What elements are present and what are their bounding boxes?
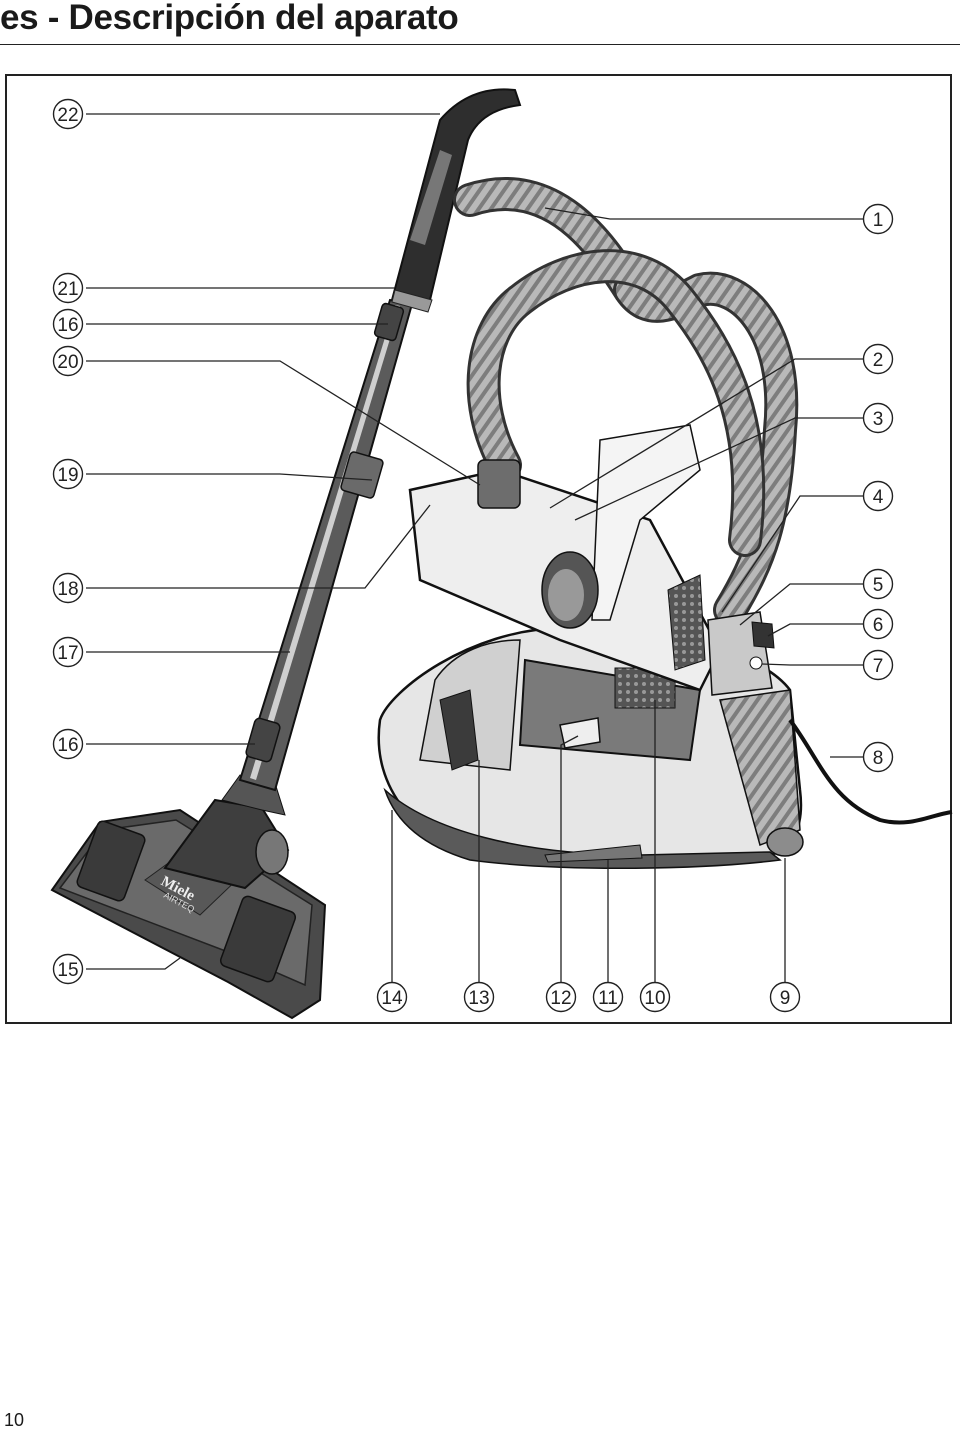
callout-3: 3: [862, 402, 894, 434]
callout-16-upper: 16: [52, 308, 84, 340]
callout-19: 19: [52, 458, 84, 490]
title-divider: [0, 44, 960, 45]
callout-16-lower: 16: [52, 728, 84, 760]
callout-2: 2: [862, 343, 894, 375]
callout-12: 12: [545, 981, 577, 1013]
svg-text:13: 13: [468, 988, 489, 1009]
callout-13: 13: [463, 981, 495, 1013]
svg-text:18: 18: [57, 579, 78, 600]
svg-text:11: 11: [598, 988, 618, 1009]
svg-text:3: 3: [873, 409, 884, 430]
telescopic-tube-illustration: [238, 88, 522, 792]
svg-text:20: 20: [57, 352, 78, 373]
leader-lines: [86, 113, 865, 982]
svg-text:17: 17: [57, 643, 78, 664]
floor-nozzle-illustration: Miele AIRTEQ: [50, 774, 327, 1020]
svg-text:7: 7: [873, 656, 884, 677]
callout-7: 7: [862, 649, 894, 681]
callout-21: 21: [52, 272, 84, 304]
svg-text:12: 12: [550, 988, 571, 1009]
svg-text:9: 9: [780, 988, 791, 1009]
svg-text:5: 5: [873, 575, 884, 596]
svg-text:4: 4: [873, 487, 884, 508]
svg-text:19: 19: [57, 465, 78, 486]
svg-text:21: 21: [57, 279, 78, 300]
callout-11: 11: [592, 981, 624, 1013]
callout-20: 20: [52, 345, 84, 377]
svg-text:10: 10: [644, 988, 665, 1009]
svg-text:15: 15: [57, 960, 78, 981]
hose-illustration: [453, 177, 799, 627]
callout-1: 1: [862, 203, 894, 235]
callout-18: 18: [52, 572, 84, 604]
callout-22: 22: [52, 98, 84, 130]
callout-5: 5: [862, 568, 894, 600]
svg-text:16: 16: [57, 315, 78, 336]
page-number: 10: [4, 1410, 25, 1430]
svg-text:6: 6: [873, 615, 884, 636]
svg-text:2: 2: [873, 350, 884, 371]
svg-text:22: 22: [57, 105, 78, 126]
callout-10: 10: [639, 981, 671, 1013]
svg-text:1: 1: [873, 210, 884, 231]
svg-text:16: 16: [57, 735, 78, 756]
callout-6: 6: [862, 608, 894, 640]
callout-4: 4: [862, 480, 894, 512]
callout-9: 9: [769, 981, 801, 1013]
callout-14: 14: [376, 981, 408, 1013]
callout-17: 17: [52, 636, 84, 668]
callout-8: 8: [862, 741, 894, 773]
svg-text:14: 14: [381, 988, 403, 1009]
vacuum-illustration: Miele AIRTEQ: [50, 88, 953, 1020]
lid-illustration: [408, 424, 775, 696]
callout-15: 15: [52, 953, 84, 985]
page-title: es - Descripción del aparato: [0, 0, 459, 37]
svg-text:8: 8: [873, 748, 884, 769]
